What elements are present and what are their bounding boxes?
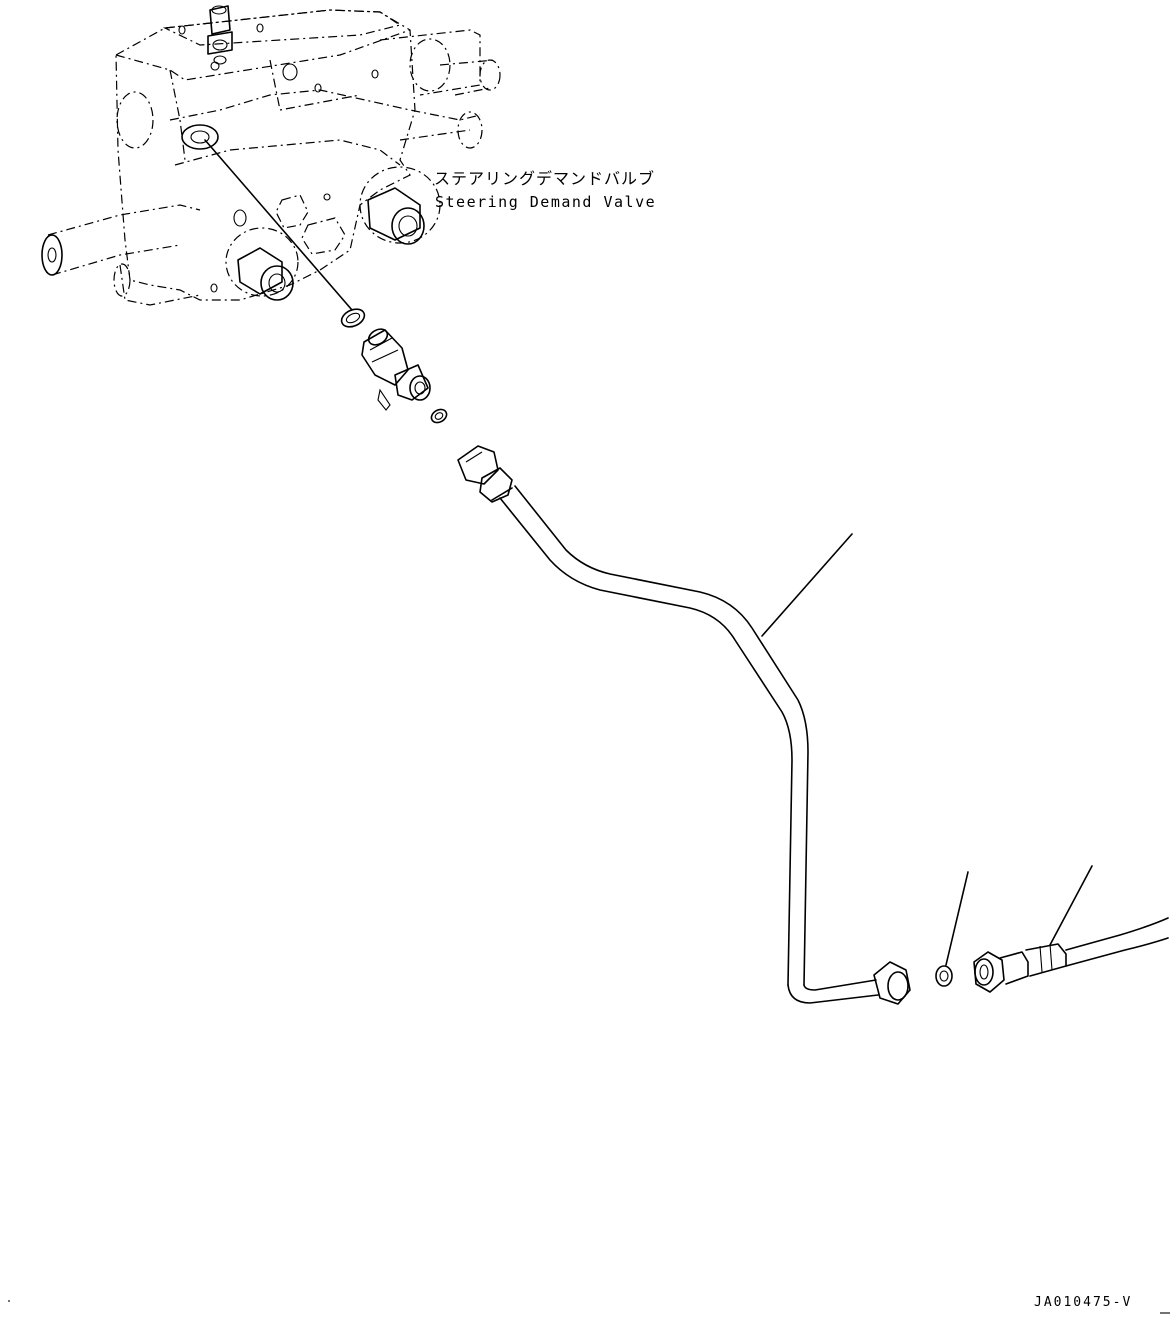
o-ring-upper — [340, 308, 366, 328]
valve-label-english: Steering Demand Valve — [435, 193, 657, 211]
valve-label-japanese: ステアリングデマンドバルブ — [434, 169, 656, 188]
leader-line-hose — [1049, 865, 1093, 946]
tube-assembly — [457, 445, 911, 1005]
adapter-fitting — [361, 328, 431, 411]
o-ring-small — [430, 408, 448, 424]
leader-line-o-ring — [945, 871, 969, 966]
steering-demand-valve-block — [41, 5, 501, 306]
drawing-code: JA010475-V — [1034, 1295, 1133, 1310]
hose-assembly — [973, 917, 1169, 993]
leader-line-valve — [204, 139, 353, 311]
o-ring-lower — [935, 965, 953, 987]
leader-line-tube — [761, 533, 853, 637]
